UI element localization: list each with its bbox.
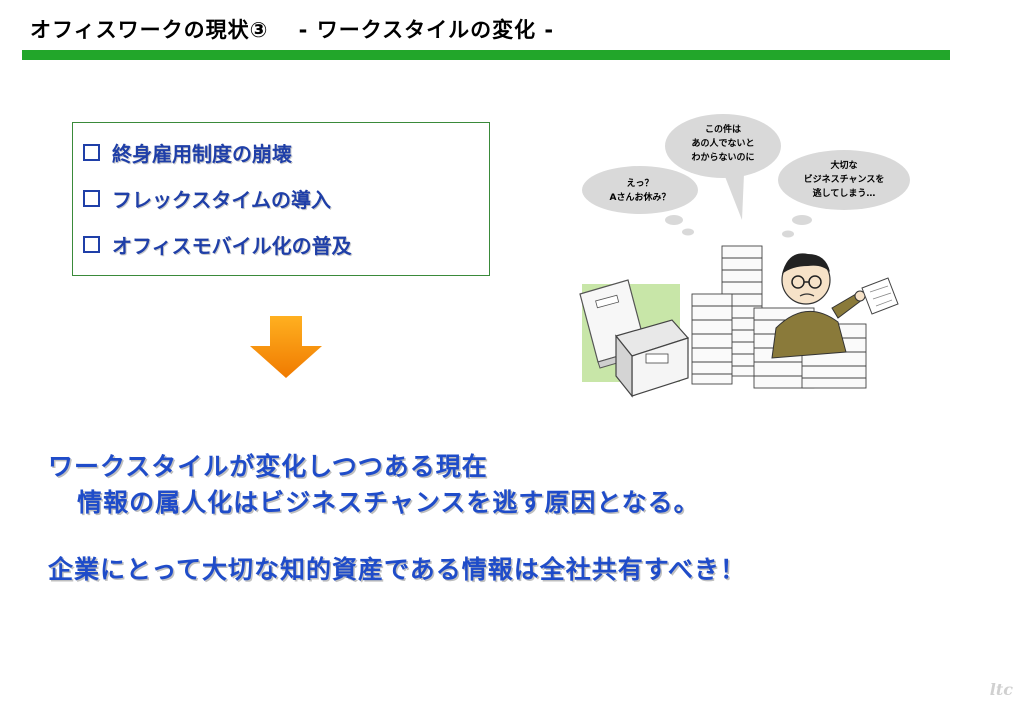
bubble-text: 大切な bbox=[830, 159, 857, 171]
file-box-icon bbox=[614, 319, 690, 398]
bubble-text: 逃してしまう… bbox=[813, 187, 876, 199]
square-bullet-icon bbox=[83, 235, 100, 253]
bullet-label: フレックスタイムの導入 bbox=[112, 187, 331, 212]
title-divider bbox=[22, 50, 950, 60]
bubble-text: Aさんお休み？ bbox=[610, 191, 671, 203]
thought-bubble-center: この件は あの人でないと わからないのに bbox=[665, 114, 781, 220]
office-worker-illustration: この件は あの人でないと わからないのに えっ？ Aさんお休み？ 大切な ビジネ… bbox=[579, 114, 910, 398]
bullet-list: 終身雇用制度の崩壊 フレックスタイムの導入 オフィスモバイル化の普及 bbox=[72, 122, 490, 276]
message-line: ワークスタイルが変化しつつある現在 bbox=[48, 452, 488, 481]
bubble-text: ビジネスチャンスを bbox=[804, 173, 885, 185]
bullet-label: 終身雇用制度の崩壊 bbox=[112, 141, 292, 166]
slide-title: オフィスワークの現状③ - ワークスタイルの変化 - bbox=[30, 18, 555, 42]
square-bullet-icon bbox=[83, 189, 100, 207]
corner-logo: ltc bbox=[989, 680, 1013, 699]
worker-figure bbox=[771, 253, 866, 359]
bubble-text: この件は bbox=[705, 123, 741, 135]
thought-bubble-right: 大切な ビジネスチャンスを 逃してしまう… bbox=[778, 150, 910, 238]
bubble-text: あの人でないと bbox=[691, 137, 754, 149]
list-item: オフィスモバイル化の普及 bbox=[83, 221, 489, 267]
list-item: フレックスタイムの導入 bbox=[83, 175, 489, 221]
list-item: 終身雇用制度の崩壊 bbox=[83, 129, 489, 175]
square-bullet-icon bbox=[83, 143, 100, 161]
conclusion-line: 企業にとって大切な知的資産である情報は全社共有すべき！ bbox=[48, 555, 747, 584]
down-arrow-icon bbox=[250, 316, 322, 378]
bubble-text: わからないのに bbox=[691, 152, 754, 163]
flying-paper-icon bbox=[861, 277, 899, 315]
bullet-label: オフィスモバイル化の普及 bbox=[112, 233, 352, 258]
bubble-text: えっ？ bbox=[626, 178, 653, 189]
message-line: 情報の属人化はビジネスチャンスを逃す原因となる。 bbox=[48, 488, 700, 517]
thought-bubble-left: えっ？ Aさんお休み？ bbox=[582, 166, 698, 236]
